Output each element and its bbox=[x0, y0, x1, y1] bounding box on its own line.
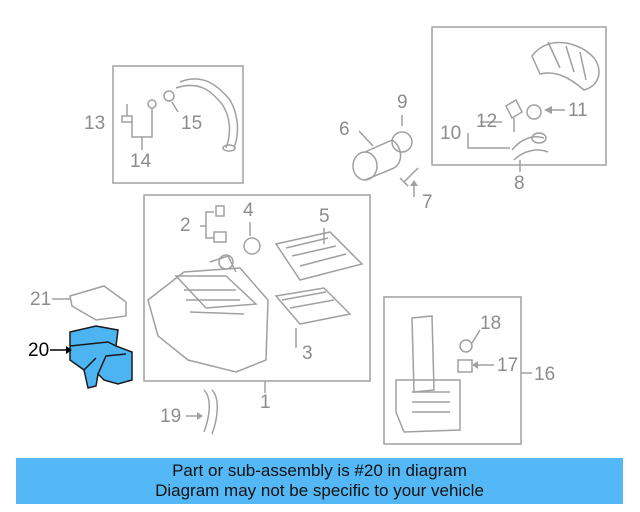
callout-9: 9 bbox=[397, 92, 408, 113]
bracket-10 bbox=[467, 121, 510, 149]
callout-12: 12 bbox=[476, 111, 498, 132]
leader-15 bbox=[171, 101, 179, 113]
callout-5: 5 bbox=[319, 206, 330, 227]
info-banner: Part or sub-assembly is #20 in diagram D… bbox=[16, 458, 623, 504]
clamp-9 bbox=[391, 131, 413, 153]
banner-line-2: Diagram may not be specific to your vehi… bbox=[155, 481, 484, 500]
callout-6: 6 bbox=[339, 119, 350, 140]
arrow-7 bbox=[410, 180, 418, 186]
arrow-19 bbox=[197, 412, 203, 420]
callout-14: 14 bbox=[130, 151, 152, 172]
callout-21: 21 bbox=[30, 289, 52, 310]
bolt-13 bbox=[121, 104, 133, 123]
parts-diagram bbox=[50, 26, 607, 445]
airbox-1 bbox=[147, 254, 269, 373]
nut-18 bbox=[459, 339, 473, 353]
group-box-13-15 bbox=[112, 65, 244, 184]
callout-17: 17 bbox=[497, 355, 519, 376]
mount-17 bbox=[457, 359, 473, 373]
callout-7: 7 bbox=[422, 192, 433, 213]
callout-4: 4 bbox=[243, 200, 254, 221]
bolt-2 bbox=[213, 205, 227, 243]
resonator-16 bbox=[395, 315, 461, 433]
arrow-17 bbox=[472, 361, 478, 369]
grommet-14 bbox=[147, 99, 157, 109]
callout-13: 13 bbox=[84, 113, 106, 134]
sensor-12 bbox=[505, 98, 523, 132]
callout-3: 3 bbox=[302, 343, 313, 364]
bracket-2 bbox=[200, 211, 214, 239]
leader-18 bbox=[471, 329, 481, 344]
callout-11: 11 bbox=[568, 100, 588, 121]
arrow-20-head bbox=[66, 346, 72, 354]
callout-8: 8 bbox=[514, 173, 525, 194]
hose-19 bbox=[203, 389, 218, 435]
duct-6 bbox=[352, 139, 402, 181]
callout-1: 1 bbox=[260, 392, 271, 413]
callout-2: 2 bbox=[180, 215, 191, 236]
tube-8 bbox=[511, 41, 600, 161]
bolt-7 bbox=[399, 167, 419, 187]
callout-20[interactable]: 20 bbox=[28, 340, 50, 361]
filter-3 bbox=[274, 287, 352, 325]
seal-4 bbox=[243, 237, 261, 255]
callout-19: 19 bbox=[160, 406, 182, 427]
duct-21 bbox=[69, 285, 127, 321]
group-box-airbox bbox=[143, 194, 371, 382]
group-box-8-12 bbox=[431, 26, 607, 166]
part-20-highlight[interactable] bbox=[69, 325, 133, 389]
callout-10: 10 bbox=[440, 123, 462, 144]
arrow-11 bbox=[544, 106, 552, 114]
clamp-11 bbox=[526, 104, 542, 120]
leader-6 bbox=[358, 130, 374, 147]
banner-line-1: Part or sub-assembly is #20 in diagram bbox=[172, 461, 467, 480]
callout-15: 15 bbox=[181, 113, 203, 134]
clip-15 bbox=[163, 90, 175, 102]
bracket-14 bbox=[131, 108, 153, 150]
callout-18: 18 bbox=[480, 313, 502, 334]
hose-15 bbox=[175, 78, 239, 152]
group-box-16-18 bbox=[383, 296, 522, 445]
filter-cover-5 bbox=[274, 231, 364, 281]
callout-16: 16 bbox=[534, 364, 556, 385]
